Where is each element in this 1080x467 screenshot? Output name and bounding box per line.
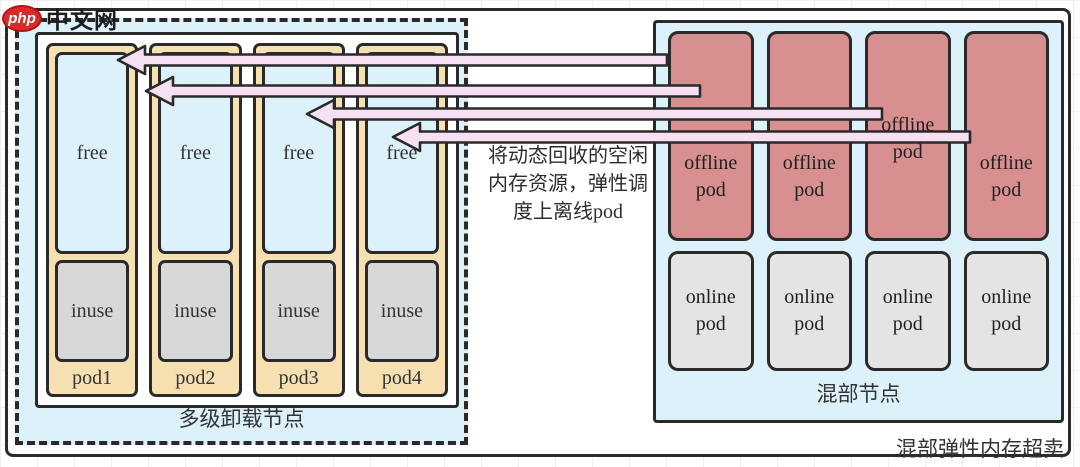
offline-pods-row: offline pod offline pod offline pod offl… — [668, 31, 1049, 241]
offline-pod-2-label: offline pod — [782, 152, 836, 201]
pod3-free-block: free — [261, 52, 336, 254]
online-pods-row: online pod online pod online pod online … — [668, 251, 1049, 371]
php-cn-watermark: php 中文网 — [2, 1, 118, 35]
pod2-name-label: pod2 — [175, 367, 216, 389]
pod4-name-label: pod4 — [381, 367, 422, 389]
offline-pod-1: offline pod — [668, 31, 754, 241]
online-pod-1: online pod — [668, 251, 754, 371]
offload-node: free inuse pod1 free inuse pod2 free — [15, 18, 468, 445]
pod-column-2: free inuse pod2 — [149, 43, 242, 397]
pod3-free-label: free — [283, 141, 315, 164]
online-pod-3-label: online pod — [882, 286, 933, 335]
pod2-inuse-block: inuse — [158, 260, 233, 362]
offline-pod-4: offline pod — [963, 31, 1049, 241]
online-pod-1-label: online pod — [685, 286, 736, 335]
offline-pod-1-label: offline pod — [684, 152, 738, 201]
watermark-site-name: 中文网 — [46, 7, 118, 33]
offline-pod-3-label: offline pod — [881, 114, 935, 163]
scheduling-annotation: 将动态回收的空闲 内存资源，弹性调 度上离线pod — [468, 142, 668, 226]
pod3-inuse-label: inuse — [277, 299, 320, 322]
pod1-free-block: free — [55, 52, 130, 254]
pod4-free-block: free — [364, 52, 439, 254]
online-pod-4: online pod — [963, 251, 1049, 371]
annotation-line-2: 内存资源，弹性调 — [488, 173, 648, 195]
online-pod-2: online pod — [766, 251, 852, 371]
online-pod-3: online pod — [865, 251, 951, 371]
pod1-name-label: pod1 — [72, 367, 113, 389]
online-pod-2-label: online pod — [784, 286, 835, 335]
php-logo-icon: php — [2, 4, 42, 32]
pod4-inuse-label: inuse — [380, 299, 423, 322]
pod2-free-label: free — [179, 141, 211, 164]
pod1-inuse-block: inuse — [55, 260, 130, 362]
offline-pod-4-label: offline pod — [979, 152, 1033, 201]
pod-column-4: free inuse pod4 — [355, 43, 448, 397]
offload-node-label: 多级卸载节点 — [178, 407, 305, 431]
colocation-node: offline pod offline pod offline pod offl… — [653, 20, 1064, 423]
pod3-inuse-block: inuse — [261, 260, 336, 362]
pod-column-3: free inuse pod3 — [252, 43, 345, 397]
pod4-free-label: free — [386, 141, 418, 164]
offload-pods-frame: free inuse pod1 free inuse pod2 free — [35, 32, 459, 408]
offline-pod-2: offline pod — [766, 31, 852, 241]
pod3-name-label: pod3 — [278, 367, 319, 389]
pod2-free-block: free — [158, 52, 233, 254]
pod1-inuse-label: inuse — [71, 299, 114, 322]
colocation-node-label: 混部节点 — [816, 382, 901, 406]
online-pod-4-label: online pod — [981, 286, 1032, 335]
pod4-inuse-block: inuse — [364, 260, 439, 362]
offline-pod-3: offline pod — [865, 31, 951, 241]
pod-column-1: free inuse pod1 — [46, 43, 139, 397]
oversell-caption: 混部弹性内存超卖 — [896, 437, 1064, 461]
annotation-line-3: 度上离线pod — [513, 201, 623, 223]
annotation-line-1: 将动态回收的空闲 — [488, 145, 648, 167]
pod1-free-label: free — [76, 141, 108, 164]
pod2-inuse-label: inuse — [174, 299, 217, 322]
